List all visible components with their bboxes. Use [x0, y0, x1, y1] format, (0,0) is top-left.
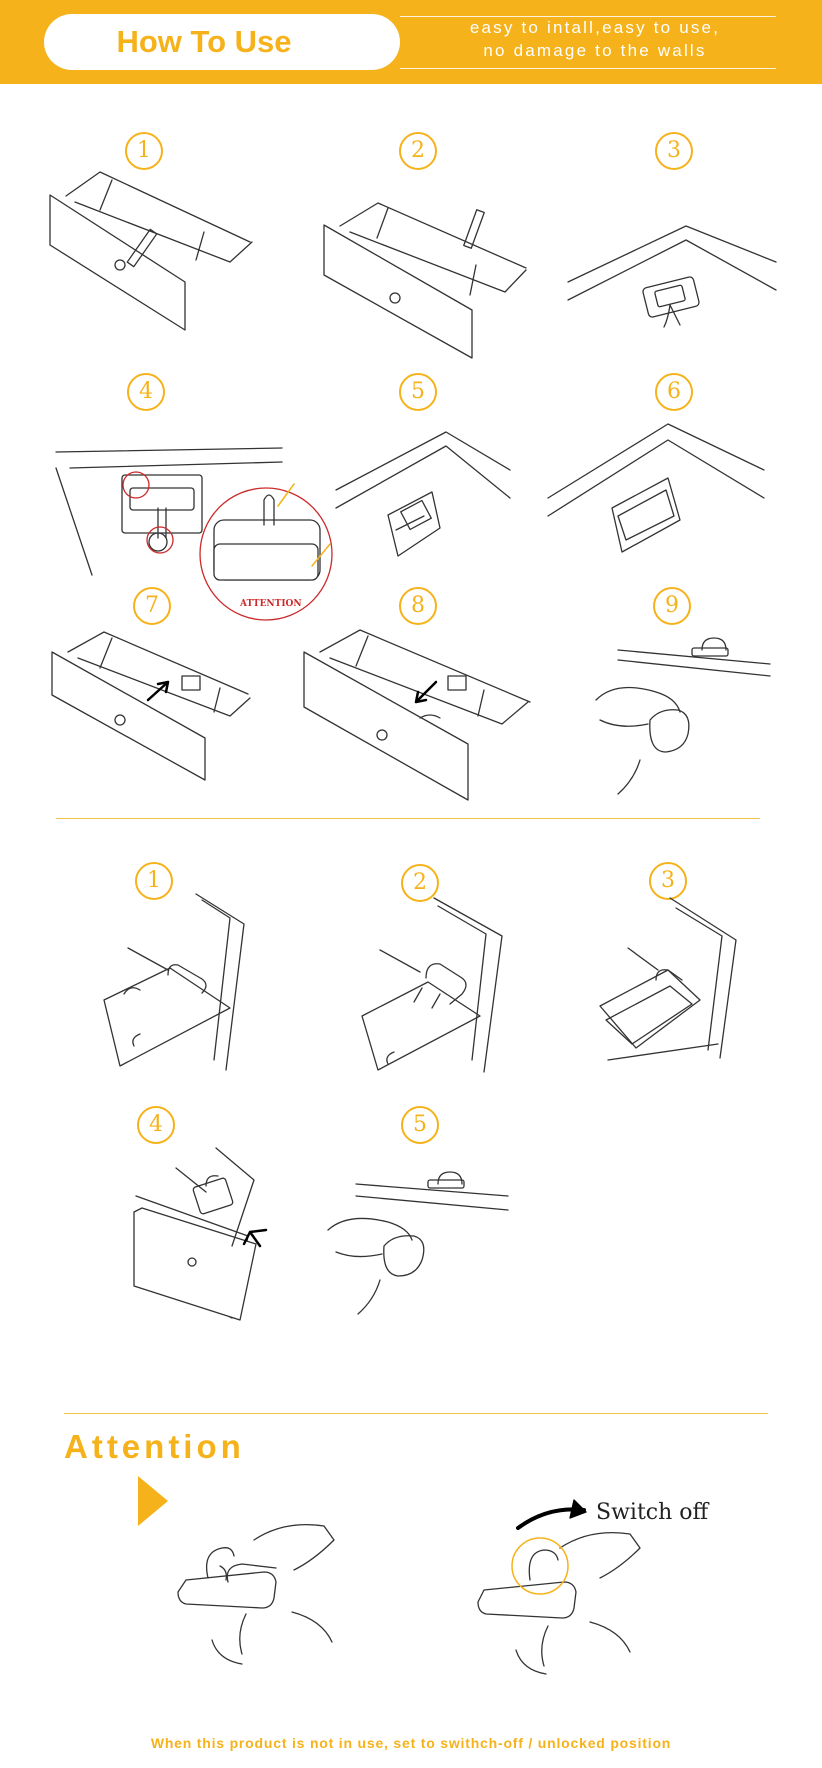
step-number: 4	[127, 373, 165, 411]
section-divider	[56, 818, 760, 819]
drawer-latch-placement-icon	[323, 202, 527, 359]
title-pill: How To Use	[44, 14, 400, 70]
step-number: 6	[655, 373, 693, 411]
page-title: How To Use	[116, 24, 292, 59]
step-number: 1	[125, 132, 163, 170]
step-number: 9	[653, 587, 691, 625]
lock-housing-closed-icon	[547, 423, 765, 553]
drawer-push-latch-icon	[51, 631, 251, 781]
finger-release-door-icon	[327, 1171, 509, 1315]
header-banner: How To Use easy to intall,easy to use, n…	[0, 0, 822, 84]
door-latch-base-icon	[103, 893, 245, 1071]
hand-switch-off-icon	[477, 1499, 641, 1675]
door-lock-housing-icon	[599, 897, 737, 1061]
step-number: 3	[649, 862, 687, 900]
tagline-rule-top	[400, 16, 776, 17]
latch-under-cabinet-icon	[567, 225, 777, 328]
play-triangle-icon	[138, 1476, 168, 1526]
finger-release-latch-icon	[595, 637, 771, 795]
step-number: 7	[133, 587, 171, 625]
lock-housing-mounted-icon	[335, 431, 511, 557]
section-divider	[64, 1413, 768, 1414]
tagline: easy to intall,easy to use, no damage to…	[400, 14, 790, 70]
tagline-line-2: no damage to the walls	[483, 41, 707, 60]
attention-heading: Attention	[64, 1428, 245, 1465]
door-latch-hook-icon	[361, 897, 503, 1073]
switch-off-label: Switch off	[596, 1500, 709, 1525]
step-number: 3	[655, 132, 693, 170]
drawer-close-latch-icon	[303, 629, 531, 801]
step-number: 5	[401, 1106, 439, 1144]
step-number: 2	[399, 132, 437, 170]
hand-holding-latch-icon	[177, 1523, 335, 1665]
step-number: 1	[135, 862, 173, 900]
drawer-open-with-latch-icon	[49, 171, 253, 331]
tagline-rule-bottom	[400, 68, 776, 69]
attention-callout-label: ATTENTION	[240, 599, 302, 609]
step-number: 8	[399, 587, 437, 625]
step-number: 2	[401, 864, 439, 902]
step-number: 5	[399, 373, 437, 411]
tagline-line-1: easy to intall,easy to use,	[469, 18, 721, 37]
latch-alignment-detail-icon	[55, 447, 333, 621]
usage-note: When this product is not in use, set to …	[150, 1735, 672, 1751]
door-close-arrow-icon	[133, 1147, 268, 1321]
step-number: 4	[137, 1106, 175, 1144]
